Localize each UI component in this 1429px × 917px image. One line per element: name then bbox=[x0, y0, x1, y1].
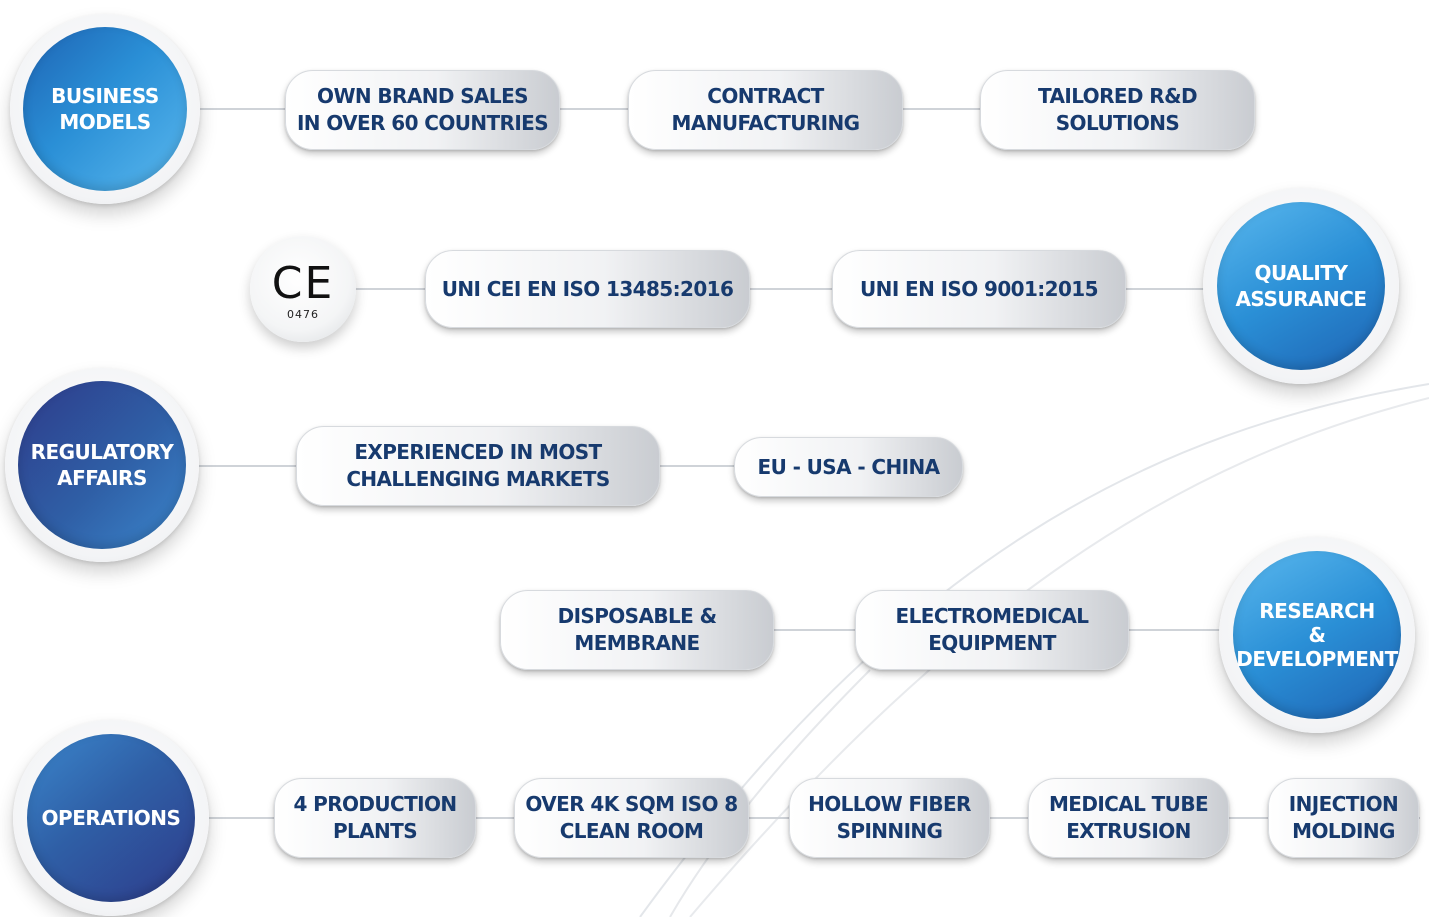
ce-mark-badge: CE 0476 bbox=[250, 236, 356, 342]
clean-room-label: OVER 4K SQM ISO 8 CLEAN ROOM bbox=[525, 792, 738, 843]
regulatory-affairs-label: REGULATORY AFFAIRS bbox=[30, 440, 174, 490]
clean-room-pill: OVER 4K SQM ISO 8 CLEAN ROOM bbox=[514, 778, 749, 858]
own-brand-sales-pill: OWN BRAND SALES IN OVER 60 COUNTRIES bbox=[285, 70, 560, 150]
electromedical-equipment-pill: ELECTROMEDICAL EQUIPMENT bbox=[855, 590, 1129, 670]
medical-tube-extrusion-pill: MEDICAL TUBE EXTRUSION bbox=[1028, 778, 1229, 858]
business-models-label: BUSINESS MODELS bbox=[51, 84, 159, 134]
electromedical-equipment-label: ELECTROMEDICAL EQUIPMENT bbox=[895, 604, 1090, 655]
eu-usa-china-label: EU - USA - CHINA bbox=[757, 454, 941, 479]
iso-9001-pill: UNI EN ISO 9001:2015 bbox=[832, 250, 1126, 328]
connector-line bbox=[330, 288, 1220, 290]
quality-assurance-circle: QUALITY ASSURANCE bbox=[1203, 188, 1399, 384]
disposable-membrane-label: DISPOSABLE & MEMBRANE bbox=[557, 604, 717, 655]
injection-molding-pill: INJECTION MOLDING bbox=[1268, 778, 1419, 858]
eu-usa-china-pill: EU - USA - CHINA bbox=[734, 437, 963, 497]
own-brand-sales-label: OWN BRAND SALES IN OVER 60 COUNTRIES bbox=[296, 84, 549, 135]
business-models-circle: BUSINESS MODELS bbox=[10, 14, 200, 204]
research-development-circle: RESEARCH & DEVELOPMENT bbox=[1219, 537, 1415, 733]
production-plants-label: 4 PRODUCTION PLANTS bbox=[293, 792, 457, 843]
tailored-rd-label: TAILORED R&D SOLUTIONS bbox=[1038, 84, 1198, 135]
tailored-rd-pill: TAILORED R&D SOLUTIONS bbox=[980, 70, 1255, 150]
research-development-label: RESEARCH & DEVELOPMENT bbox=[1236, 599, 1398, 671]
quality-assurance-label: QUALITY ASSURANCE bbox=[1235, 261, 1367, 311]
iso-13485-label: UNI CEI EN ISO 13485:2016 bbox=[441, 276, 734, 301]
challenging-markets-pill: EXPERIENCED IN MOST CHALLENGING MARKETS bbox=[296, 426, 660, 506]
production-plants-pill: 4 PRODUCTION PLANTS bbox=[274, 778, 476, 858]
hollow-fiber-spinning-pill: HOLLOW FIBER SPINNING bbox=[789, 778, 990, 858]
regulatory-affairs-circle: REGULATORY AFFAIRS bbox=[5, 368, 199, 562]
operations-circle: OPERATIONS bbox=[13, 720, 209, 916]
challenging-markets-label: EXPERIENCED IN MOST CHALLENGING MARKETS bbox=[346, 440, 610, 491]
disposable-membrane-pill: DISPOSABLE & MEMBRANE bbox=[500, 590, 774, 670]
contract-manufacturing-label: CONTRACT MANUFACTURING bbox=[671, 84, 861, 135]
hollow-fiber-spinning-label: HOLLOW FIBER SPINNING bbox=[808, 792, 971, 843]
iso-13485-pill: UNI CEI EN ISO 13485:2016 bbox=[425, 250, 750, 328]
contract-manufacturing-pill: CONTRACT MANUFACTURING bbox=[628, 70, 903, 150]
ce-notified-body-number: 0476 bbox=[287, 307, 319, 321]
ce-mark-symbol: CE bbox=[271, 257, 335, 309]
iso-9001-label: UNI EN ISO 9001:2015 bbox=[860, 276, 1098, 301]
medical-tube-extrusion-label: MEDICAL TUBE EXTRUSION bbox=[1048, 792, 1209, 843]
injection-molding-label: INJECTION MOLDING bbox=[1288, 792, 1399, 843]
operations-label: OPERATIONS bbox=[41, 806, 181, 830]
